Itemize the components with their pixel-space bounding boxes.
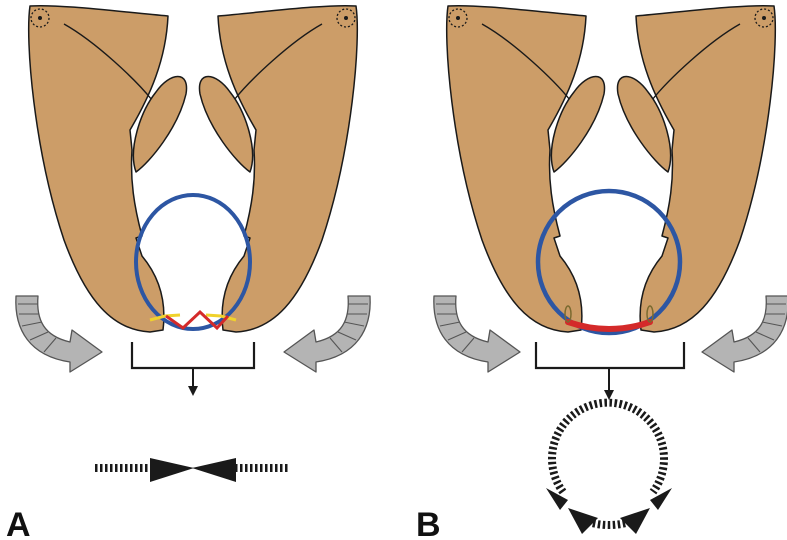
blue-ring — [535, 188, 683, 336]
extended-hinge — [564, 305, 654, 332]
bracket — [534, 342, 686, 370]
blue-ring — [134, 193, 252, 331]
folded-hinge — [149, 309, 237, 331]
circular-arrowheads — [546, 398, 672, 534]
curved-arrow-icon-left — [15, 295, 103, 373]
right-mandible — [198, 4, 359, 333]
panel-label-a: A — [6, 506, 31, 540]
left-mandible — [445, 4, 606, 333]
panel-a: A — [6, 4, 371, 540]
converging-arrowheads — [95, 458, 290, 482]
curved-arrow-icon-right — [701, 295, 787, 373]
curved-arrow-icon-right — [283, 295, 371, 373]
panel-b: B — [416, 4, 787, 540]
right-mandible — [616, 4, 777, 333]
left-mandible — [27, 4, 188, 333]
bracket — [130, 342, 256, 370]
curved-arrow-icon-left — [433, 295, 521, 373]
panel-label-b: B — [416, 506, 441, 540]
